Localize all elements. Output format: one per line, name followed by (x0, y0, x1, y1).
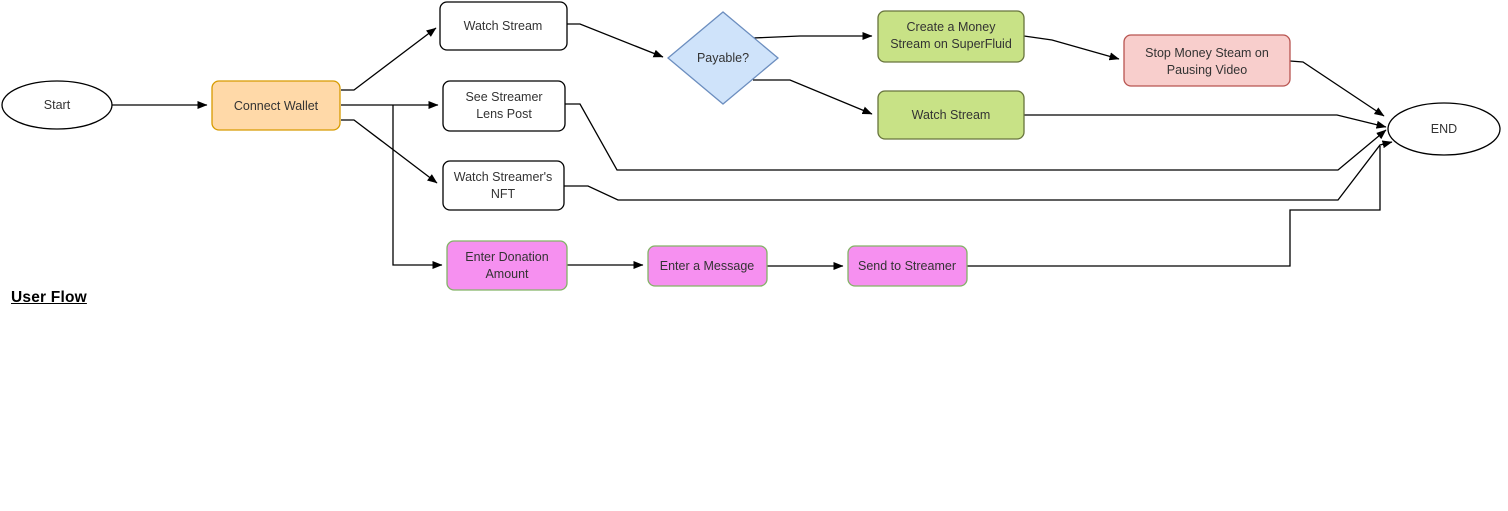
connect-wallet-label: Connect Wallet (234, 99, 319, 113)
stop-money-steam-box (1123, 34, 1291, 87)
watch-stream-top-box (439, 1, 568, 51)
node-connect-wallet: Connect Wallet (211, 80, 341, 131)
edge-lens-post-to-end (565, 103, 1387, 171)
send-to-streamer-label: Send to Streamer (858, 259, 956, 273)
node-enter-donation-amount: Enter Donation Amount (446, 240, 568, 291)
create-money-stream-line2: Stream on SuperFluid (890, 37, 1012, 51)
edge-connect-wallet-to-nft (341, 119, 438, 184)
node-watch-stream-top: Watch Stream (439, 1, 568, 51)
node-enter-a-message: Enter a Message (647, 245, 768, 287)
watch-streamers-nft-line2: NFT (491, 187, 516, 201)
node-stop-money-steam: Stop Money Steam on Pausing Video (1123, 34, 1291, 87)
edge-create-money-stream-to-stop (1023, 35, 1120, 61)
see-streamer-lens-post-line1: See Streamer (465, 90, 542, 104)
payable-diamond (666, 11, 780, 105)
edge-payable-to-watch-stream-green (753, 79, 873, 115)
watch-streamers-nft-box (442, 160, 565, 211)
watch-streamers-nft-line1: Watch Streamer's (454, 170, 552, 184)
enter-donation-amount-line1: Enter Donation (465, 250, 548, 264)
edge-send-to-streamer-to-end (967, 146, 1381, 267)
see-streamer-lens-post-line2: Lens Post (476, 107, 532, 121)
enter-donation-amount-box (446, 240, 568, 291)
node-start: Start (1, 80, 113, 130)
edge-watch-stream-to-payable (567, 23, 664, 58)
enter-donation-amount-line2: Amount (485, 267, 529, 281)
node-watch-streamers-nft: Watch Streamer's NFT (442, 160, 565, 211)
node-create-money-stream: Create a Money Stream on SuperFluid (877, 10, 1025, 63)
create-money-stream-box (877, 10, 1025, 63)
edge-payable-to-create-money-stream (752, 32, 873, 40)
node-send-to-streamer: Send to Streamer (847, 245, 968, 287)
connect-wallet-box (211, 80, 341, 131)
edge-nft-to-end (564, 140, 1393, 201)
send-to-streamer-box (847, 245, 968, 287)
node-watch-stream-green: Watch Stream (877, 90, 1025, 140)
stop-money-steam-line1: Stop Money Steam on (1145, 46, 1269, 60)
stop-money-steam-line2: Pausing Video (1167, 63, 1247, 77)
node-payable-decision: Payable? (666, 11, 780, 105)
see-streamer-lens-post-box (442, 80, 566, 132)
node-see-streamer-lens-post: See Streamer Lens Post (442, 80, 566, 132)
end-ellipse (1387, 102, 1501, 156)
edge-stop-to-end (1289, 60, 1385, 117)
start-ellipse (1, 80, 113, 130)
diagram-title: User Flow (11, 289, 87, 306)
edge-connect-wallet-to-watch-stream (341, 27, 437, 91)
enter-a-message-label: Enter a Message (660, 259, 755, 273)
watch-stream-green-box (877, 90, 1025, 140)
start-label: Start (44, 98, 71, 112)
edge-watch-stream-green-to-end (1024, 114, 1387, 129)
payable-label: Payable? (697, 51, 749, 65)
edge-connect-wallet-to-enter-donation (392, 105, 443, 269)
watch-stream-top-label: Watch Stream (464, 19, 543, 33)
node-end: END (1387, 102, 1501, 156)
create-money-stream-line1: Create a Money (907, 20, 997, 34)
enter-a-message-box (647, 245, 768, 287)
end-label: END (1431, 122, 1457, 136)
watch-stream-green-label: Watch Stream (912, 108, 991, 122)
